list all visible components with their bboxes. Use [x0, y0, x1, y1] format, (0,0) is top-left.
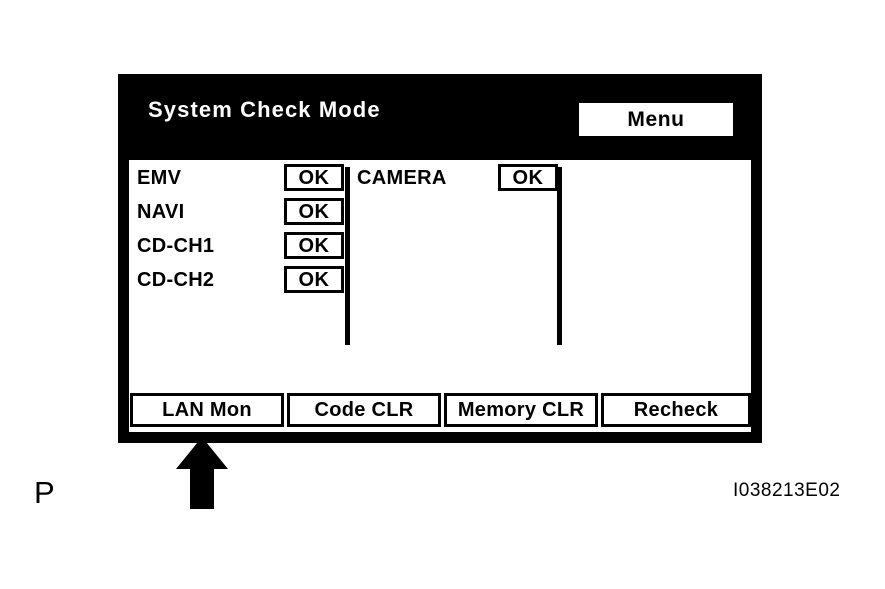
status-badge-value: OK	[298, 268, 330, 291]
status-row: CD-CH2 OK	[137, 266, 351, 294]
memory-clr-button-label: Memory CLR	[457, 399, 585, 421]
screen-header-bar: System Check Mode Menu	[118, 74, 762, 158]
status-content-area: EMV OK NAVI OK CD-CH1 OK CD-CH2	[129, 160, 751, 432]
action-button-bar: LAN Mon Code CLR Memory CLR Recheck	[129, 393, 751, 427]
up-arrow-icon	[176, 437, 228, 509]
menu-button-label: Menu	[627, 108, 685, 131]
memory-clr-button[interactable]: Memory CLR	[444, 393, 598, 427]
status-badge-value: OK	[298, 234, 330, 257]
system-check-screen-panel: System Check Mode Menu EMV OK NAVI OK CD…	[118, 74, 762, 443]
status-item-label: NAVI	[137, 201, 185, 223]
menu-button[interactable]: Menu	[579, 103, 733, 136]
status-badge-value: OK	[512, 166, 544, 189]
status-badge: OK	[498, 164, 558, 191]
lan-mon-button-label: LAN Mon	[162, 399, 252, 421]
status-row: EMV OK	[137, 164, 351, 192]
status-row: NAVI OK	[137, 198, 351, 226]
status-badge: OK	[284, 232, 344, 259]
status-badge-value: OK	[298, 200, 330, 223]
page-title: System Check Mode	[148, 97, 381, 122]
status-badge: OK	[284, 198, 344, 225]
status-item-label: CD-CH1	[137, 235, 215, 257]
status-badge-value: OK	[298, 166, 330, 189]
status-row: CAMERA OK	[357, 164, 571, 192]
recheck-button-label: Recheck	[633, 399, 719, 421]
status-badge: OK	[284, 266, 344, 293]
recheck-button[interactable]: Recheck	[601, 393, 751, 427]
code-clr-button-label: Code CLR	[314, 399, 414, 421]
column-divider	[345, 167, 350, 345]
status-badge: OK	[284, 164, 344, 191]
figure-label: P	[34, 475, 55, 510]
code-clr-button[interactable]: Code CLR	[287, 393, 441, 427]
lan-mon-button[interactable]: LAN Mon	[130, 393, 284, 427]
status-row: CD-CH1 OK	[137, 232, 351, 260]
figure-reference-code: I038213E02	[733, 480, 841, 501]
status-item-label: EMV	[137, 167, 182, 189]
column-divider	[557, 167, 562, 345]
status-item-label: CAMERA	[357, 167, 447, 189]
status-item-label: CD-CH2	[137, 269, 215, 291]
